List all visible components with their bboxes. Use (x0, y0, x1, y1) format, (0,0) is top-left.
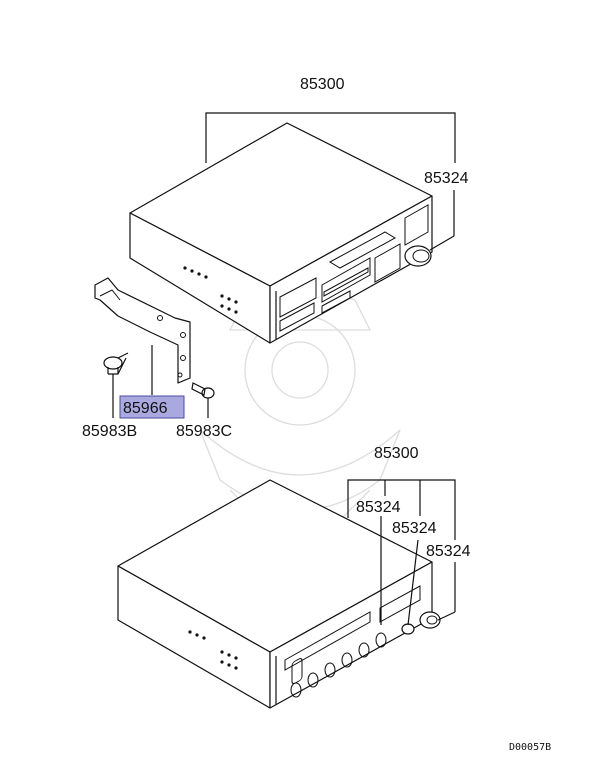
label-85300-bottom[interactable]: 85300 (374, 445, 419, 462)
small-knob[interactable] (401, 623, 415, 635)
label-85324-top[interactable]: 85324 (424, 170, 469, 187)
selected-part-highlight (119, 395, 185, 419)
label-85324-bottom-a[interactable]: 85324 (356, 499, 401, 516)
side-vent-dots (183, 266, 238, 314)
bolt-85983b[interactable] (103, 352, 129, 375)
label-85300-top[interactable]: 85300 (300, 76, 345, 93)
volume-knob[interactable] (404, 245, 432, 267)
label-85966[interactable]: 85966 (123, 400, 168, 417)
label-85983c[interactable]: 85983C (176, 423, 232, 440)
label-85324-bottom-c[interactable]: 85324 (426, 543, 471, 560)
tuning-knob[interactable] (419, 611, 441, 629)
preset-buttons[interactable] (290, 632, 387, 698)
mounting-bracket[interactable] (94, 277, 191, 384)
leader-lines-bottom (347, 479, 456, 626)
leader-lines-top (112, 112, 456, 418)
label-85324-bottom-b[interactable]: 85324 (392, 520, 437, 537)
top-radio-unit[interactable] (129, 122, 433, 344)
bottom-radio-unit[interactable] (117, 479, 441, 709)
screw-85983c[interactable] (191, 382, 215, 418)
side-vent-dots-bottom (188, 630, 238, 670)
diagram-code: D00057B (509, 742, 551, 753)
label-85983b[interactable]: 85983B (82, 423, 137, 440)
